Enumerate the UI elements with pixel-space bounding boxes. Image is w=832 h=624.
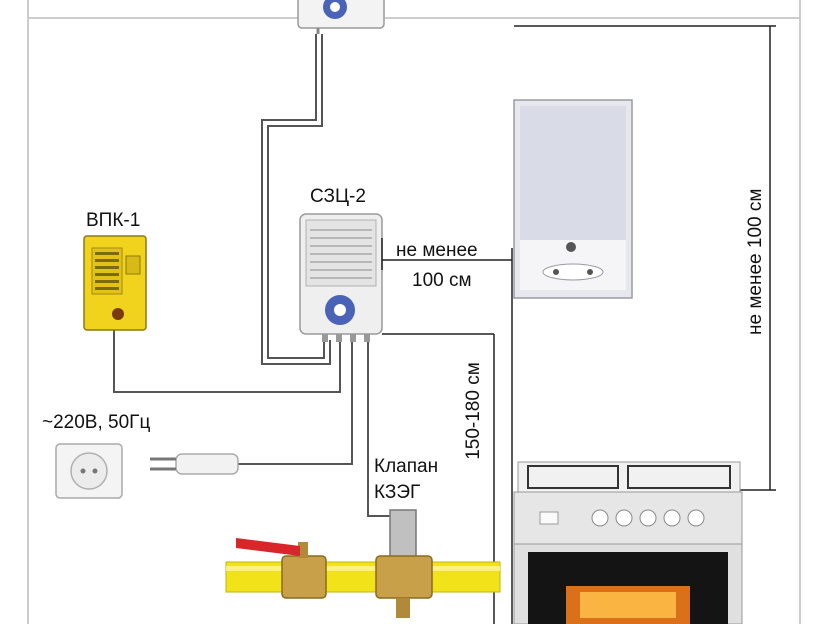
gas-stove [513,461,743,624]
dimension-lines [381,25,776,624]
valve-label-line1: Клапан [374,456,439,477]
wiring [113,34,390,517]
gas-pipe [225,561,501,593]
height-range-label: 150-180 см [463,362,484,460]
valve-label-line2: КЗЭГ [374,482,421,503]
power-supply-label: ~220В, 50Гц [42,412,151,433]
szc-2-controller [299,213,383,342]
min-distance-label-line1: не менее [396,240,478,261]
room-walls [27,0,801,624]
min-distance-label-line2: 100 см [412,270,472,291]
kzeg-solenoid-valve [375,509,433,618]
vertical-distance-label: не менее 100 см [745,188,766,335]
szc-2-label: СЗЦ-2 [310,186,366,207]
vpk-1-label: ВПК-1 [86,210,141,231]
top-gas-sensor [297,0,385,34]
power-plug [150,453,239,475]
gas-boiler [513,99,633,299]
ball-valve [236,538,327,599]
vpk-1-device [83,235,147,331]
power-socket [55,443,123,499]
